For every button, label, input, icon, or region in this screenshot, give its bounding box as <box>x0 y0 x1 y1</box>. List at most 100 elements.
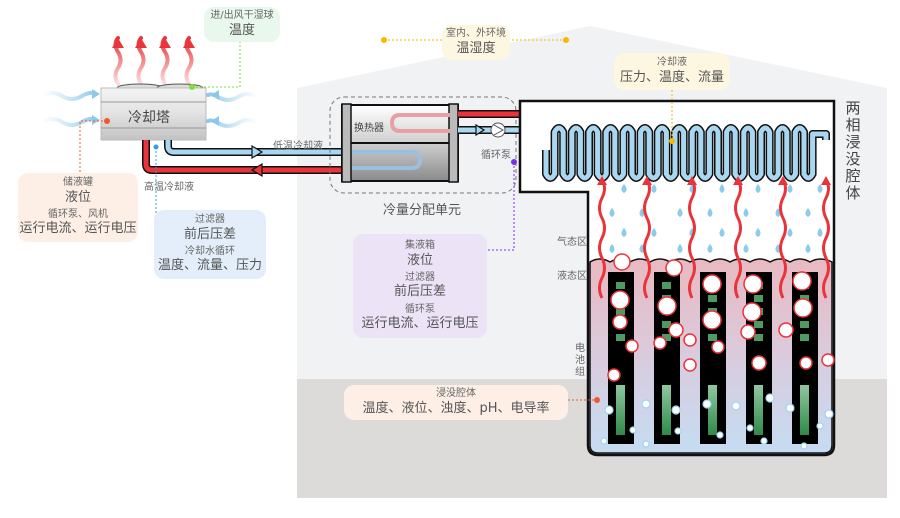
label-env-main: 温湿度 <box>456 40 496 56</box>
droplet <box>621 184 627 193</box>
liquid-bubble <box>629 426 637 434</box>
vapour-arrowhead <box>733 176 743 185</box>
label-cdu-main2: 前后压差 <box>393 284 446 300</box>
label-cdu-main3: 运行电流、运行电压 <box>361 316 479 331</box>
liquid-bubble <box>816 422 824 430</box>
vapour-arrowhead <box>687 176 697 185</box>
vapour-arrows <box>597 176 831 299</box>
label-env-sub: 室内、外环境 <box>446 28 506 39</box>
sensor-cdu <box>511 159 517 165</box>
cell-indicator <box>662 282 671 289</box>
high-temp-arrowhead <box>250 162 263 178</box>
circulation-pump[interactable] <box>490 122 506 138</box>
droplet <box>805 244 811 253</box>
cell-bar <box>662 385 671 435</box>
cell-bar <box>754 385 763 435</box>
vapour-arrow <box>779 179 787 299</box>
droplet <box>719 228 725 237</box>
label-filter-main1: 前后压差 <box>183 226 236 242</box>
vapour-arrowhead <box>778 176 788 185</box>
vapour-bubble <box>683 358 697 372</box>
label-filter-main2: 温度、流量、压力 <box>157 258 262 274</box>
liquid-bubble <box>642 440 650 448</box>
droplet <box>651 184 657 193</box>
vapour-bubble <box>607 368 621 382</box>
liquid-bubble <box>800 442 808 450</box>
liquid-bubble <box>760 437 768 445</box>
pipe-high-temp <box>142 140 345 174</box>
liquid-zone-label: 液态区 <box>557 271 587 282</box>
droplet <box>817 228 823 237</box>
heat-exchanger-label: 换热器 <box>354 123 384 134</box>
liquid-bubble <box>674 427 682 435</box>
cell-bar <box>800 385 809 435</box>
label-filter-loop: 过滤器 前后压差 冷却水循环 温度、流量、压力 <box>154 210 266 279</box>
droplet <box>817 184 823 193</box>
vapour-bubble <box>625 339 639 353</box>
liquid-bubble <box>702 399 712 409</box>
cdu-label: 冷量分配单元 <box>383 203 462 218</box>
liquid-bubble <box>731 401 741 411</box>
label-chamber-sub: 浸没腔体 <box>436 388 476 399</box>
vapour-arrow <box>598 179 606 299</box>
cell-indicator <box>754 295 763 302</box>
low-temp-label: 低温冷却液 <box>273 141 323 152</box>
label-cdu-main1: 液位 <box>406 252 433 268</box>
battery-pack-label: 电池组 <box>575 343 585 378</box>
sensor-env-left <box>381 37 387 43</box>
high-temp-label: 高温冷却液 <box>144 182 194 193</box>
cdu-boundary <box>329 96 517 194</box>
liquid-bubble <box>671 405 681 415</box>
label-storage: 储液罐 液位 循环泵、风机 运行电流、运行电压 <box>18 173 138 242</box>
label-cdu-detail: 集液箱 液位 过滤器 前后压差 循环泵 运行电流、运行电压 <box>353 234 487 339</box>
vapour-arrowhead <box>597 176 607 185</box>
vapour-bubble <box>653 336 667 350</box>
vapour-bubble <box>665 259 683 277</box>
label-cdu-sub2: 过滤器 <box>405 271 435 283</box>
label-chamber-main: 温度、液位、浊度、pH、电导率 <box>362 400 550 416</box>
droplet <box>743 244 749 253</box>
droplet <box>719 184 725 193</box>
vapour-bubble <box>743 274 763 294</box>
cell-indicator <box>662 321 671 328</box>
label-environment: 室内、外环境 温湿度 <box>442 25 510 60</box>
liquid-bubble <box>641 399 651 409</box>
vapour-bubble <box>740 324 756 340</box>
vapour-bubble <box>612 314 628 330</box>
label-coolant-main: 压力、温度、流量 <box>619 69 724 85</box>
vapour-bubble <box>821 353 835 367</box>
heat-plume-arrowheads <box>112 38 195 48</box>
cell-indicator <box>616 282 625 289</box>
cell-indicator <box>800 321 809 328</box>
label-storage-main2: 运行电流、运行电压 <box>19 221 137 237</box>
liquid-bubble <box>785 403 795 413</box>
label-tower-air-main: 温度 <box>228 22 255 38</box>
droplet <box>677 244 683 253</box>
vapour-bubble <box>793 298 813 318</box>
label-tower-air: 进/出风干湿球 温度 <box>204 7 280 42</box>
droplet <box>805 208 811 217</box>
pump-inlet-arrowhead <box>475 123 486 137</box>
liquid-bubble <box>746 424 754 432</box>
liquid-bubble <box>604 405 614 415</box>
droplet <box>787 228 793 237</box>
liquid-bubble <box>824 409 834 419</box>
vapour-bubble <box>657 296 677 316</box>
liquid-bubble <box>765 393 775 403</box>
gas-zone-label: 气态区 <box>557 237 587 248</box>
label-filter-sub2: 冷却水循环 <box>185 245 235 257</box>
vapour-arrow <box>822 179 830 299</box>
cell-bar <box>616 385 625 435</box>
label-coolant: 冷却液 压力、温度、流量 <box>614 53 730 90</box>
label-chamber: 浸没腔体 温度、液位、浊度、pH、电导率 <box>344 385 568 420</box>
label-storage-main1: 液位 <box>64 189 91 205</box>
cell-indicator <box>616 308 625 315</box>
vapour-bubble <box>702 274 722 294</box>
pump-label: 循环泵 <box>481 150 511 161</box>
battery-cells <box>608 272 818 444</box>
heat-exchanger[interactable] <box>341 103 459 183</box>
droplet <box>787 184 793 193</box>
coil-fill <box>543 125 829 181</box>
cell-indicator <box>754 321 763 328</box>
sensor-tower-air <box>189 84 195 90</box>
